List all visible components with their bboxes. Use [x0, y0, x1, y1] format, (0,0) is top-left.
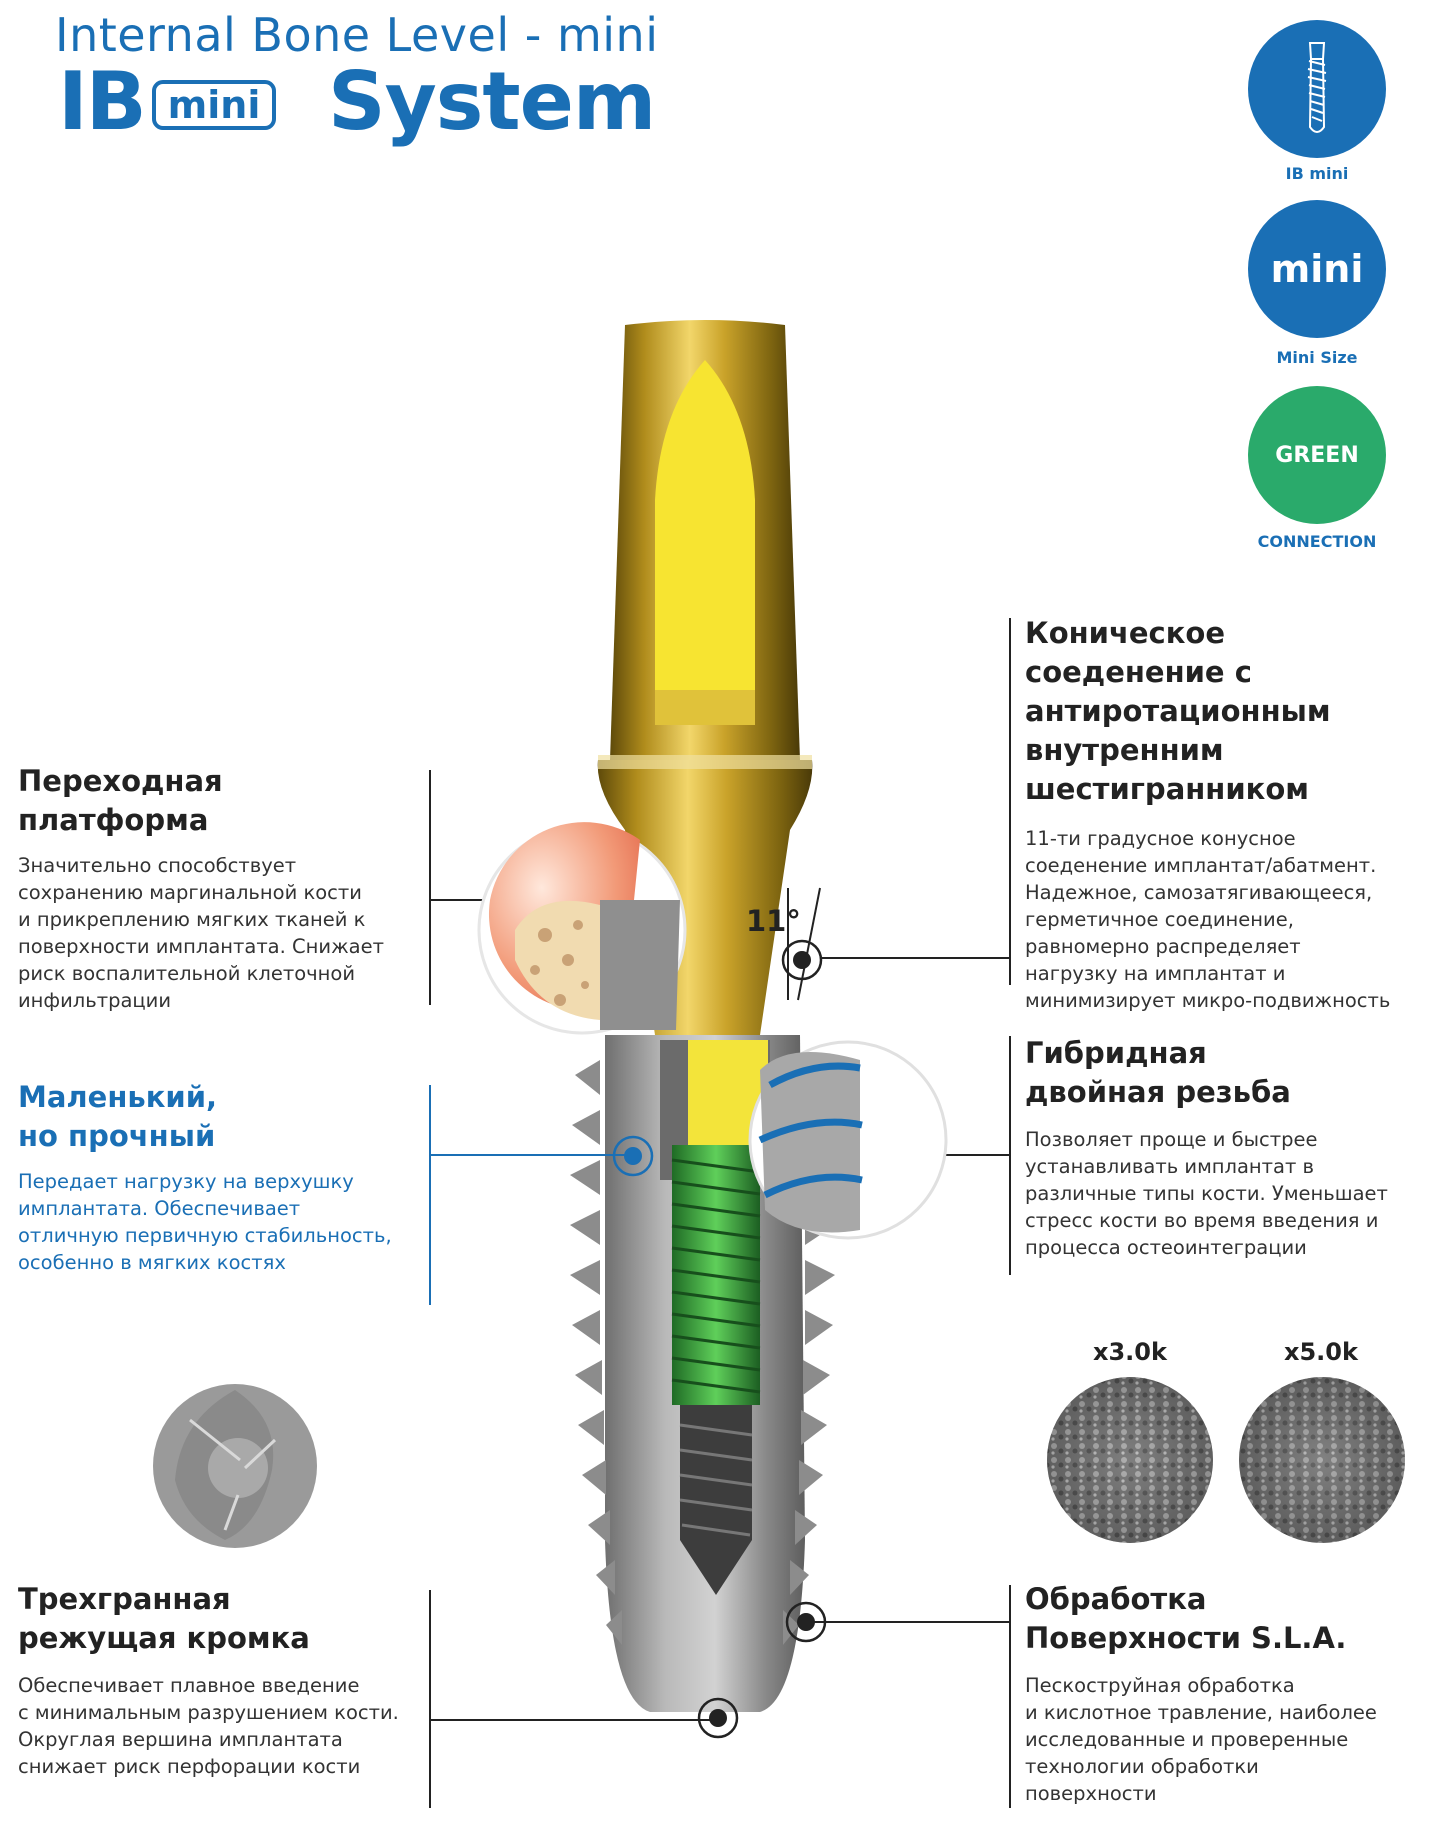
feature-sla-title-1: Обработка — [1025, 1582, 1207, 1616]
green-badge: GREEN — [1248, 386, 1386, 524]
feature-thread-line: стресс кости во время введения и — [1025, 1209, 1379, 1232]
brand-mini-box: mini — [152, 80, 276, 130]
feature-conical-line: Надежное, самозатягивающееся, — [1025, 881, 1373, 904]
feature-sla-line: Пескоструйная обработка — [1025, 1674, 1295, 1697]
feature-conical-line: равномерно распределяет — [1025, 935, 1301, 958]
feature-platform-title-1: Переходная — [18, 764, 223, 798]
callout-marker-small — [612, 1135, 654, 1177]
feature-platform-line: Значительно способствует — [18, 854, 297, 877]
feature-thread-title-2: двойная резьба — [1025, 1075, 1291, 1109]
mini-size-badge: mini — [1248, 200, 1386, 338]
feature-platform-line: и прикреплению мягких тканей к — [18, 908, 366, 931]
feature-cutting-edge: Трехгранная режущая кромка Обеспечивает … — [18, 1580, 438, 1780]
badge-caption-ibmini: IB mini — [1285, 164, 1349, 183]
feature-conical-line: нагрузку на имплантат и — [1025, 962, 1286, 985]
feature-sla-line: исследованные и проверенные — [1025, 1728, 1349, 1751]
feature-conical-title-2: соеденение с — [1025, 655, 1252, 689]
callout-marker-conical — [781, 939, 823, 981]
feature-thread-line: процесса остеоинтеграции — [1025, 1236, 1307, 1259]
feature-cutting-title-1: Трехгранная — [18, 1582, 231, 1616]
sem-image-3k — [1047, 1377, 1213, 1543]
feature-conical-line: герметичное соединение, — [1025, 908, 1294, 931]
product-subtitle: Internal Bone Level - mini — [55, 8, 659, 62]
feature-sla-line: и кислотное травление, наиболее — [1025, 1701, 1377, 1724]
callout-marker-apex — [697, 1697, 739, 1739]
feature-thread-line: различные типы кости. Уменьшает — [1025, 1182, 1388, 1205]
vertical-guide-bars — [429, 618, 1011, 1808]
feature-cutting-line: снижает риск перфорации кости — [18, 1755, 361, 1778]
feature-conical-line: соеденение имплантат/абатмент. — [1025, 854, 1377, 877]
feature-conical-title-3: антиротационным — [1025, 694, 1331, 728]
feature-conical-connection: Коническое соеденение с антиротационным … — [1025, 614, 1445, 1014]
feature-sla-title-2: Поверхности S.L.A. — [1025, 1621, 1347, 1655]
magnification-label-3k: x3.0k — [1093, 1338, 1167, 1366]
feature-platform-line: инфильтрации — [18, 989, 172, 1012]
feature-platform-title-2: платформа — [18, 803, 209, 837]
feature-conical-title-1: Коническое — [1025, 616, 1226, 650]
feature-small-line: отличную первичную стабильность, — [18, 1224, 392, 1247]
badge-caption-minisize: Mini Size — [1276, 348, 1358, 367]
feature-sla-line: технологии обработки — [1025, 1755, 1259, 1778]
feature-conical-title-4: внутренним — [1025, 733, 1224, 767]
feature-small-line: особенно в мягких костях — [18, 1251, 286, 1274]
feature-cutting-line: Обеспечивает плавное введение — [18, 1674, 360, 1697]
feature-cutting-title-2: режущая кромка — [18, 1621, 310, 1655]
feature-platform-line: поверхности имплантата. Снижает — [18, 935, 384, 958]
badge-caption-connection: CONNECTION — [1257, 532, 1377, 551]
feature-small-title-1: Маленький, — [18, 1080, 218, 1114]
feature-thread-line: устанавливать имплантат в — [1025, 1155, 1315, 1178]
sem-image-5k — [1239, 1377, 1405, 1543]
implant-icon — [1307, 42, 1327, 133]
feature-cutting-line: Округлая вершина имплантата — [18, 1728, 343, 1751]
brand-ib: IB — [58, 55, 147, 148]
magnification-label-5k: x5.0k — [1284, 1338, 1358, 1366]
feature-platform: Переходная платформа Значительно способс… — [18, 762, 438, 1014]
feature-small-line: имплантата. Обеспечивает — [18, 1197, 301, 1220]
feature-conical-line: минимизирует микро-подвижность — [1025, 989, 1391, 1012]
implant-badge — [1248, 20, 1386, 158]
feature-sla-surface: Обработка Поверхности S.L.A. Пескоструйн… — [1025, 1580, 1445, 1807]
feature-small-line: Передает нагрузку на верхушку — [18, 1170, 354, 1193]
feature-thread-title-1: Гибридная — [1025, 1036, 1207, 1070]
feature-platform-line: риск воспалительной клеточной — [18, 962, 355, 985]
thread-inset — [748, 1040, 948, 1240]
leader-lines — [430, 899, 1010, 1721]
feature-small-title-2: но прочный — [18, 1119, 216, 1153]
brand-system: System — [328, 55, 656, 148]
feature-conical-title-5: шестигранником — [1025, 772, 1309, 806]
feature-platform-line: сохранению маргинальной кости — [18, 881, 362, 904]
feature-conical-line: 11-ти градусное конусное — [1025, 827, 1296, 850]
callout-marker-sla — [785, 1601, 827, 1643]
feature-cutting-line: с минимальным разрушением кости. — [18, 1701, 399, 1724]
feature-small-strong: Маленький, но прочный Передает нагрузку … — [18, 1078, 438, 1276]
feature-sla-line: поверхности — [1025, 1782, 1157, 1805]
angle-label: 11° — [746, 904, 801, 938]
feature-thread-line: Позволяет проще и быстрее — [1025, 1128, 1318, 1151]
abutment-yellow-window — [655, 360, 755, 700]
platform-inset — [477, 822, 687, 1035]
feature-hybrid-thread: Гибридная двойная резьба Позволяет проще… — [1025, 1034, 1445, 1261]
cutting-edge-view — [153, 1384, 317, 1548]
